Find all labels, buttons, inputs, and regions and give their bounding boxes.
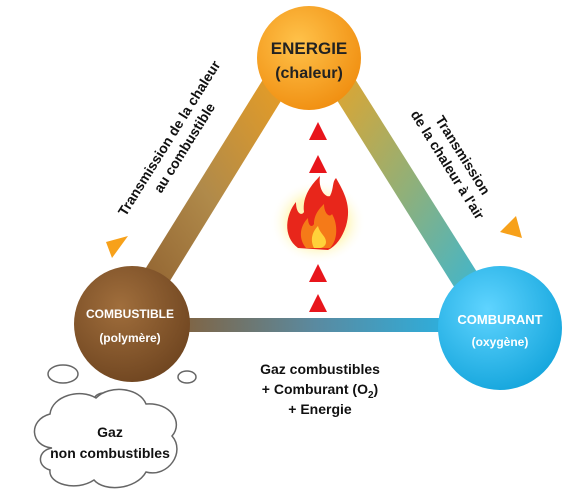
center-text-line1: Gaz combustibles [260,361,380,377]
combustible-subtitle: (polymère) [99,331,160,345]
red-arrow-icon [309,155,327,173]
combustible-title: COMBUSTIBLE [86,307,174,321]
center-text-line2: + Comburant (O2) [262,381,378,401]
red-arrow-icon [309,264,327,282]
cloud-label-1: Gaz [97,424,123,440]
red-arrow-icon [309,122,327,140]
comburant-title: COMBURANT [457,312,542,327]
comburant-node [438,266,562,390]
energie-subtitle: (chaleur) [275,65,343,82]
energie-title: ENERGIE [271,39,348,58]
center-text-line3: + Energie [288,401,352,417]
right-edge [313,52,506,325]
comburant-subtitle: (oxygène) [472,335,529,349]
bottom-edge [150,318,480,332]
cloud-label-2: non combustibles [50,445,170,461]
left-edge [126,52,305,310]
red-arrow-icon [309,294,327,312]
flame-icon [270,176,366,264]
cloud-bubble [33,364,197,489]
left-orange-arrow-icon [106,236,128,258]
right-orange-arrow-icon [500,216,522,238]
energie-node [257,6,361,110]
combustible-node [74,266,190,382]
